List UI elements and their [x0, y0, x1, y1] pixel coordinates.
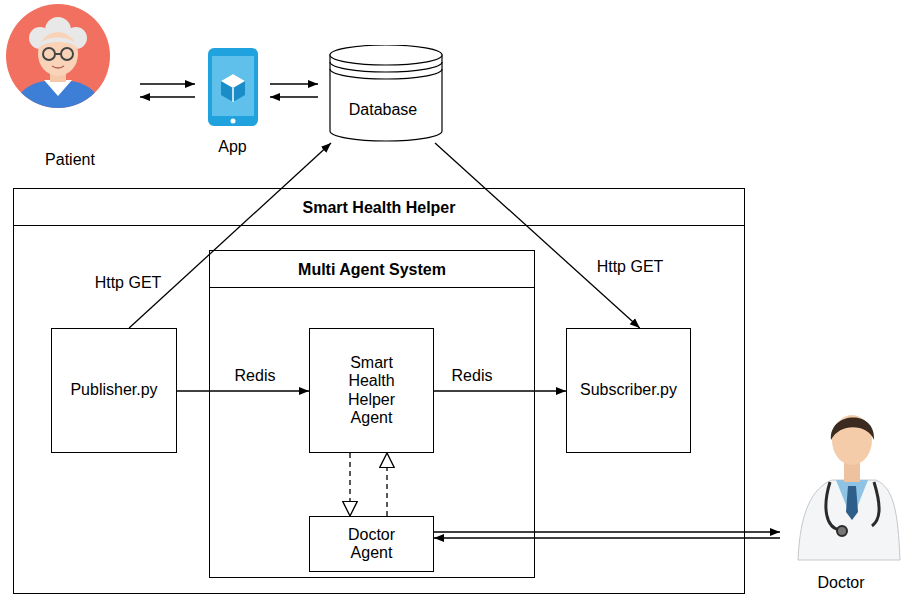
- agent-box: Doctor Agent: [309, 516, 434, 572]
- flow-arrow: [140, 96, 195, 97]
- cylinder-stroke: [330, 69, 442, 79]
- dependency-arrow: [349, 453, 350, 516]
- icon-label: App: [195, 138, 270, 156]
- cylinder-outline: [318, 45, 448, 143]
- process-box: Publisher.py: [51, 328, 177, 453]
- box-label: Doctor Agent: [337, 526, 407, 563]
- flow-arrow: [140, 83, 195, 84]
- box-label: Smart Health Helper Agent: [332, 354, 412, 428]
- database-cylinder: Database: [318, 45, 448, 143]
- cylinder-stroke: [330, 55, 442, 141]
- actor-icon: Patient: [0, 0, 140, 172]
- box-label: Subscriber.py: [580, 381, 677, 399]
- dependency-arrow: [386, 453, 387, 516]
- icon-label: Database: [318, 101, 448, 119]
- edge-label: Http GET: [595, 258, 666, 276]
- box-label: Publisher.py: [70, 381, 157, 399]
- edge-label: Http GET: [93, 274, 164, 292]
- system-boundary: Smart Health HelperPublisher.py Multi Age…: [13, 188, 745, 594]
- flow-arrow: [434, 531, 780, 532]
- patient-icon: [6, 4, 110, 112]
- flow-arrow: [129, 143, 331, 328]
- flow-arrow: [270, 96, 318, 97]
- flow-arrow: [177, 390, 309, 391]
- flow-arrow: [270, 83, 318, 84]
- icon-label: Patient: [0, 151, 140, 169]
- edge-label: Redis: [450, 367, 495, 385]
- cylinder-stroke: [330, 62, 442, 72]
- doctor-icon: [798, 415, 900, 560]
- process-box: Subscriber.py: [566, 328, 691, 453]
- group-heading: Smart Health Helper: [14, 189, 744, 226]
- agent-box: Smart Health Helper Agent: [309, 328, 434, 453]
- cylinder-stroke: [330, 45, 442, 65]
- flow-arrow: [434, 390, 566, 391]
- subsystem-boundary: Multi Agent SystemSmart Health Helper Ag…: [209, 250, 535, 578]
- flow-arrow: [435, 143, 640, 328]
- group-heading: Multi Agent System: [210, 251, 534, 288]
- edge-label: Redis: [233, 367, 278, 385]
- flow-arrow: [434, 537, 780, 538]
- app-icon: App: [195, 45, 270, 157]
- icon-label: Doctor: [780, 574, 902, 592]
- phone-icon: [208, 48, 258, 126]
- actor-icon: Doctor: [780, 400, 902, 595]
